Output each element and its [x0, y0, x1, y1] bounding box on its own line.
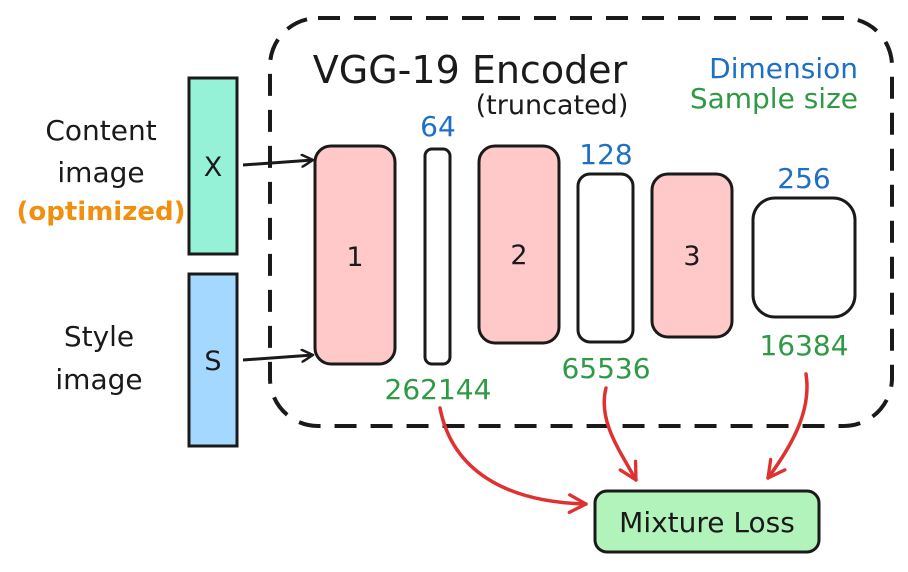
feature-map-1	[423, 147, 452, 366]
loss-arrow-from-feature-2	[602, 386, 638, 482]
conv-block-1	[313, 144, 397, 366]
feature-2-dimension: 128	[579, 138, 632, 171]
feature-2-sample-size: 65536	[561, 352, 650, 385]
content-image-label-line1: Content	[45, 114, 156, 147]
mixture-loss-box	[593, 489, 821, 554]
content-input-arrow	[242, 160, 313, 165]
content-image-symbol: X	[204, 152, 223, 183]
conv-block-2-label: 2	[510, 240, 527, 271]
content-optimized-label: (optimized)	[17, 197, 186, 227]
style-image-label-line1: Style	[64, 320, 134, 353]
conv-block-3	[650, 172, 734, 339]
content-image-box	[187, 76, 239, 256]
mixture-loss-label: Mixture Loss	[619, 506, 795, 539]
feature-3-dimension: 256	[777, 162, 830, 195]
feature-map-3	[751, 196, 857, 319]
loss-arrow-from-feature-3	[766, 372, 809, 480]
style-image-symbol: S	[204, 346, 221, 377]
legend-sample-size: Sample size	[690, 82, 858, 115]
feature-1-sample-size: 262144	[385, 373, 492, 406]
content-image-label-line2: image	[57, 156, 144, 189]
encoder-boundary	[268, 16, 894, 428]
style-input-arrow	[242, 355, 313, 360]
style-image-box	[187, 272, 239, 448]
style-image-label-line2: image	[55, 363, 142, 396]
conv-block-2	[477, 144, 561, 345]
loss-arrow-from-feature-1	[438, 406, 588, 515]
encoder-subtitle: (truncated)	[476, 90, 629, 121]
encoder-title: VGG-19 Encoder	[313, 48, 628, 92]
feature-3-sample-size: 16384	[759, 329, 848, 362]
legend-dimension: Dimension	[709, 52, 858, 85]
conv-block-3-label: 3	[683, 241, 700, 272]
conv-block-1-label: 1	[346, 242, 363, 273]
feature-map-2	[576, 172, 635, 344]
feature-1-dimension: 64	[420, 110, 456, 143]
